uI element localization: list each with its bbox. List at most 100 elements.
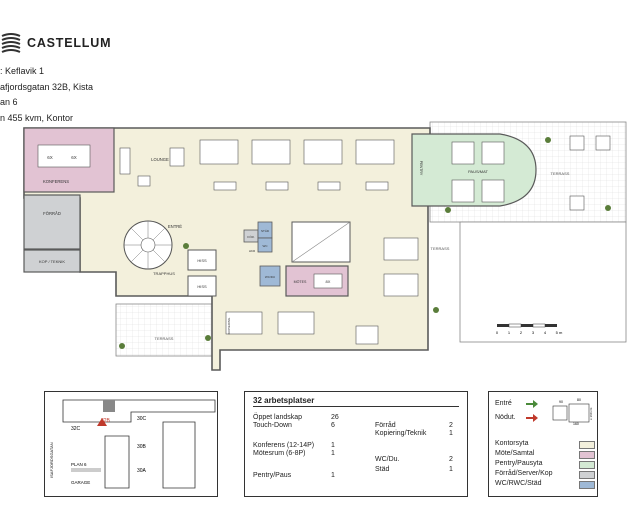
spec-value: 1 <box>449 466 453 473</box>
touchdown-desk <box>265 181 289 191</box>
legend-item-label: WC/RWC/Städ <box>495 480 542 487</box>
pentry-table-3 <box>451 179 475 203</box>
plant-icon <box>183 243 189 249</box>
room-label-paus-mat: PAUS/MAT <box>468 169 488 174</box>
scale-segment <box>532 323 546 328</box>
plant-icon <box>605 205 611 211</box>
spec-label: Kopiering/Teknik <box>375 430 427 437</box>
specs-panel: 32 arbetsplatser Öppet landskap 26 Touch… <box>244 391 468 497</box>
scale-label: 1 <box>508 330 511 335</box>
building-outline <box>162 421 196 489</box>
desk-cluster <box>277 311 315 335</box>
scale-segment <box>497 324 509 327</box>
meeting-seat-label: 8X <box>326 279 331 284</box>
room-label-terrass-1: TERRASS <box>551 171 570 176</box>
emergency-exit-arrow-icon <box>526 414 538 422</box>
dim-label: 160 <box>573 422 579 426</box>
scale-segment <box>545 324 557 327</box>
dim-label: ≥ 160 cm <box>589 407 593 420</box>
desk-cluster <box>251 139 291 165</box>
room-label-terrass-3: TERRASS <box>155 336 174 341</box>
terrace-table-1 <box>569 135 585 151</box>
legend-swatch-pentry <box>579 461 595 469</box>
legend-item-label: Förråd/Server/Kop <box>495 470 553 477</box>
lounge-sofa <box>119 147 131 175</box>
wc-room <box>257 237 273 253</box>
emergency-exit-arrow-icon <box>97 418 107 426</box>
spec-value: 2 <box>449 422 453 429</box>
legend-panel: Entré Nödut. 90 80 160 ≥ 160 cm Kontorsy… <box>488 391 598 497</box>
key-map-building-label: 32C <box>71 426 81 432</box>
spec-value: 1 <box>331 442 335 449</box>
plant-icon <box>119 343 125 349</box>
room-label-pentry: PENTRY <box>419 161 423 176</box>
legend-swatch-wc <box>579 481 595 489</box>
room-label-wc-du: WC/DU <box>265 275 275 279</box>
scale-label: 3 <box>532 330 535 335</box>
key-map: 32C 32B 30C 30B 30A ISAFJORDSGATAN PLAN … <box>49 399 216 489</box>
room-label-terrass-2: TERRASS <box>431 246 450 251</box>
key-map-garage-label: GARAGE <box>71 480 90 485</box>
specs-title: 32 arbetsplatser <box>253 396 459 407</box>
spec-label: Städ <box>375 466 390 473</box>
elevator-2 <box>187 275 217 297</box>
spec-value: 1 <box>331 450 335 457</box>
spec-value: 1 <box>449 430 453 437</box>
lounge-chair <box>169 147 185 167</box>
pentry-table-2 <box>481 141 505 165</box>
plant-icon <box>545 137 551 143</box>
desk-cluster <box>383 273 419 297</box>
desk-cluster <box>383 237 419 261</box>
room-label-hkr: HKR <box>249 249 256 253</box>
spec-label: Mötesrum (6-8P) <box>253 450 306 457</box>
desk-cluster <box>225 311 263 335</box>
scale-label: 2 <box>520 330 523 335</box>
key-map-building-label: 30C <box>137 416 147 422</box>
key-map-building-label: 30B <box>137 444 147 450</box>
property-info: : Keflavik 1 afjordsgatan 32B, Kista an … <box>0 64 93 126</box>
entry-arrow-icon <box>526 400 538 408</box>
key-map-plan-label: PLAN 6 <box>71 462 87 467</box>
legend-item-label: Möte/Samtal <box>495 450 535 457</box>
room-label-wc: WC <box>263 244 269 248</box>
building-outline <box>104 435 130 489</box>
key-map-street: ISAFJORDSGATAN <box>49 442 54 478</box>
room-label-trapphus: TRAPPHUS <box>153 271 175 276</box>
kop-teknik-room <box>23 249 81 273</box>
castellum-logo-icon <box>1 33 21 53</box>
scale-label: 4 <box>544 330 547 335</box>
legend-emergency-label: Nödut. <box>495 414 516 421</box>
room-label-lounge: LOUNGE <box>151 157 169 162</box>
spec-value: 2 <box>449 456 453 463</box>
atrium-cross <box>291 221 351 263</box>
room-label-kop-teknik: KOP / TEKNIK <box>39 259 65 264</box>
spec-label: Konferens (12-14P) <box>253 442 315 449</box>
spec-value: 6 <box>331 422 335 429</box>
pentry-table-1 <box>451 141 475 165</box>
property-area: n 455 kvm, Kontor <box>0 112 74 123</box>
key-map-plan-marker <box>71 468 101 472</box>
desk-cluster <box>199 139 239 165</box>
scale-label: 0 <box>496 330 499 335</box>
spec-value: 26 <box>331 414 339 421</box>
castellum-logo: CASTELLUM <box>0 30 140 60</box>
room-label-hiss-1: HISS <box>197 258 207 263</box>
floor-plan: 6X 6X KONFERENS FÖRRÅD KOP / TEKNIK LOUN… <box>23 121 627 371</box>
spiral-stair-core <box>140 237 156 253</box>
terrace-table-2 <box>595 135 611 151</box>
scale-segment <box>508 323 522 328</box>
plant-icon <box>433 307 439 313</box>
room-label-motes: MÖTES <box>294 280 307 284</box>
room-label-entre: ENTRÉ <box>168 224 182 229</box>
desk-cluster <box>355 139 395 165</box>
lounge-table <box>137 175 151 187</box>
legend-item-label: Pentry/Pausyta <box>495 460 543 467</box>
conference-table <box>37 144 91 168</box>
key-map-panel: 32C 32B 30C 30B 30A ISAFJORDSGATAN PLAN … <box>44 391 218 497</box>
brand-name: CASTELLUM <box>27 36 112 50</box>
plant-icon <box>205 335 211 341</box>
legend-swatch-meeting <box>579 451 595 459</box>
touchdown-desk <box>317 181 341 191</box>
spec-value: 1 <box>331 472 335 479</box>
spiral-stair-steps <box>124 221 172 269</box>
